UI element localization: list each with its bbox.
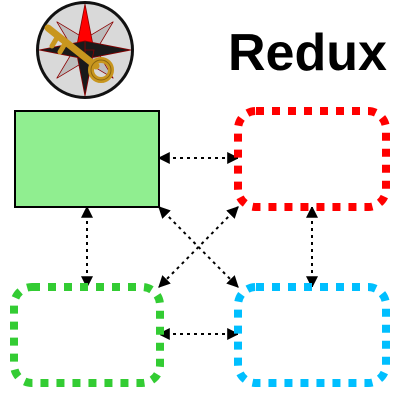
page-title: Redux bbox=[228, 24, 387, 82]
compass-key-icon bbox=[36, 1, 134, 99]
nodes-layer bbox=[10, 107, 390, 387]
node-blue bbox=[234, 283, 390, 387]
key-icon bbox=[44, 24, 114, 83]
node-green bbox=[10, 283, 164, 387]
connection-red-green bbox=[158, 206, 239, 288]
connections-layer bbox=[81, 152, 318, 340]
node-red bbox=[234, 107, 390, 211]
node-store bbox=[14, 110, 160, 208]
